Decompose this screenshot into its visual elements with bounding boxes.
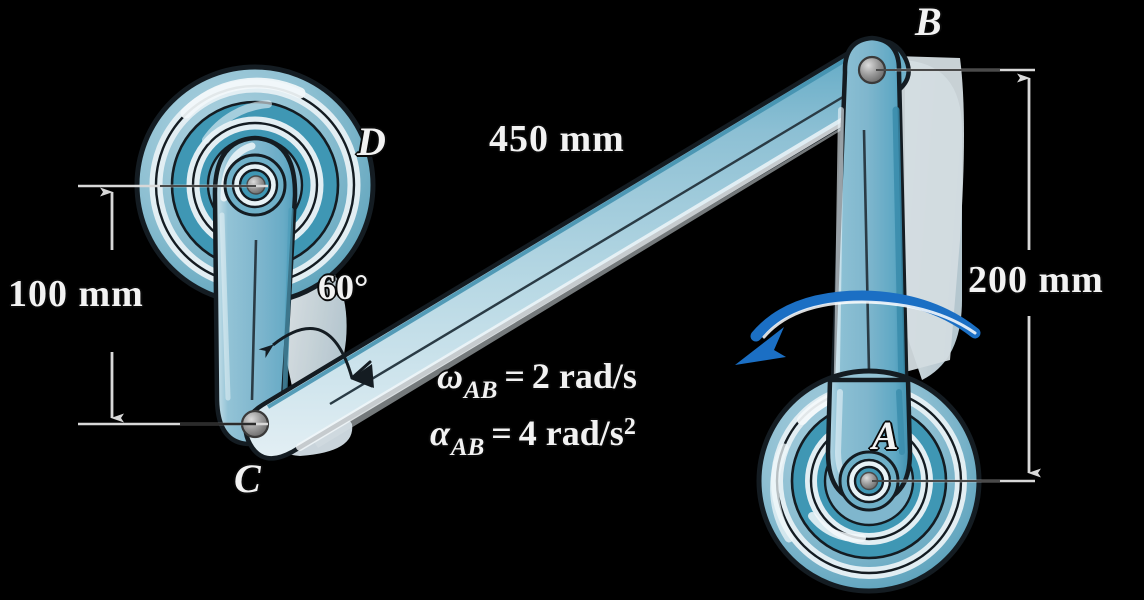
equation-angular-acceleration: αAB=4 rad/s2 [430, 412, 636, 462]
alpha-subscript: AB [450, 433, 485, 461]
alpha-value: 4 rad/s [518, 413, 624, 453]
omega-subscript: AB [464, 376, 498, 404]
label-point-a: A [872, 413, 899, 458]
rotation-arrow-blue[interactable] [735, 290, 981, 365]
alpha-equals-sign: = [491, 413, 512, 453]
label-point-c: C [234, 456, 261, 501]
dimension-label-450mm: 450 mm [489, 118, 625, 160]
angle-arc-60 [258, 327, 374, 388]
alpha-symbol: α [430, 413, 450, 453]
dimension-label-100mm: 100 mm [8, 273, 144, 315]
link-cd [212, 135, 298, 447]
label-point-d: D [357, 119, 386, 164]
leader-lines [160, 69, 1000, 482]
omega-symbol: ω [437, 356, 464, 396]
label-point-b: B [915, 0, 942, 44]
dimension-label-200mm: 200 mm [968, 259, 1104, 301]
alpha-exponent: 2 [623, 414, 636, 441]
omega-equals-sign: = [504, 356, 525, 396]
angle-label-60deg: 60° [318, 267, 369, 307]
omega-value: 2 rad/s [531, 356, 637, 396]
equation-angular-velocity: ωAB=2 rad/s [437, 355, 637, 405]
